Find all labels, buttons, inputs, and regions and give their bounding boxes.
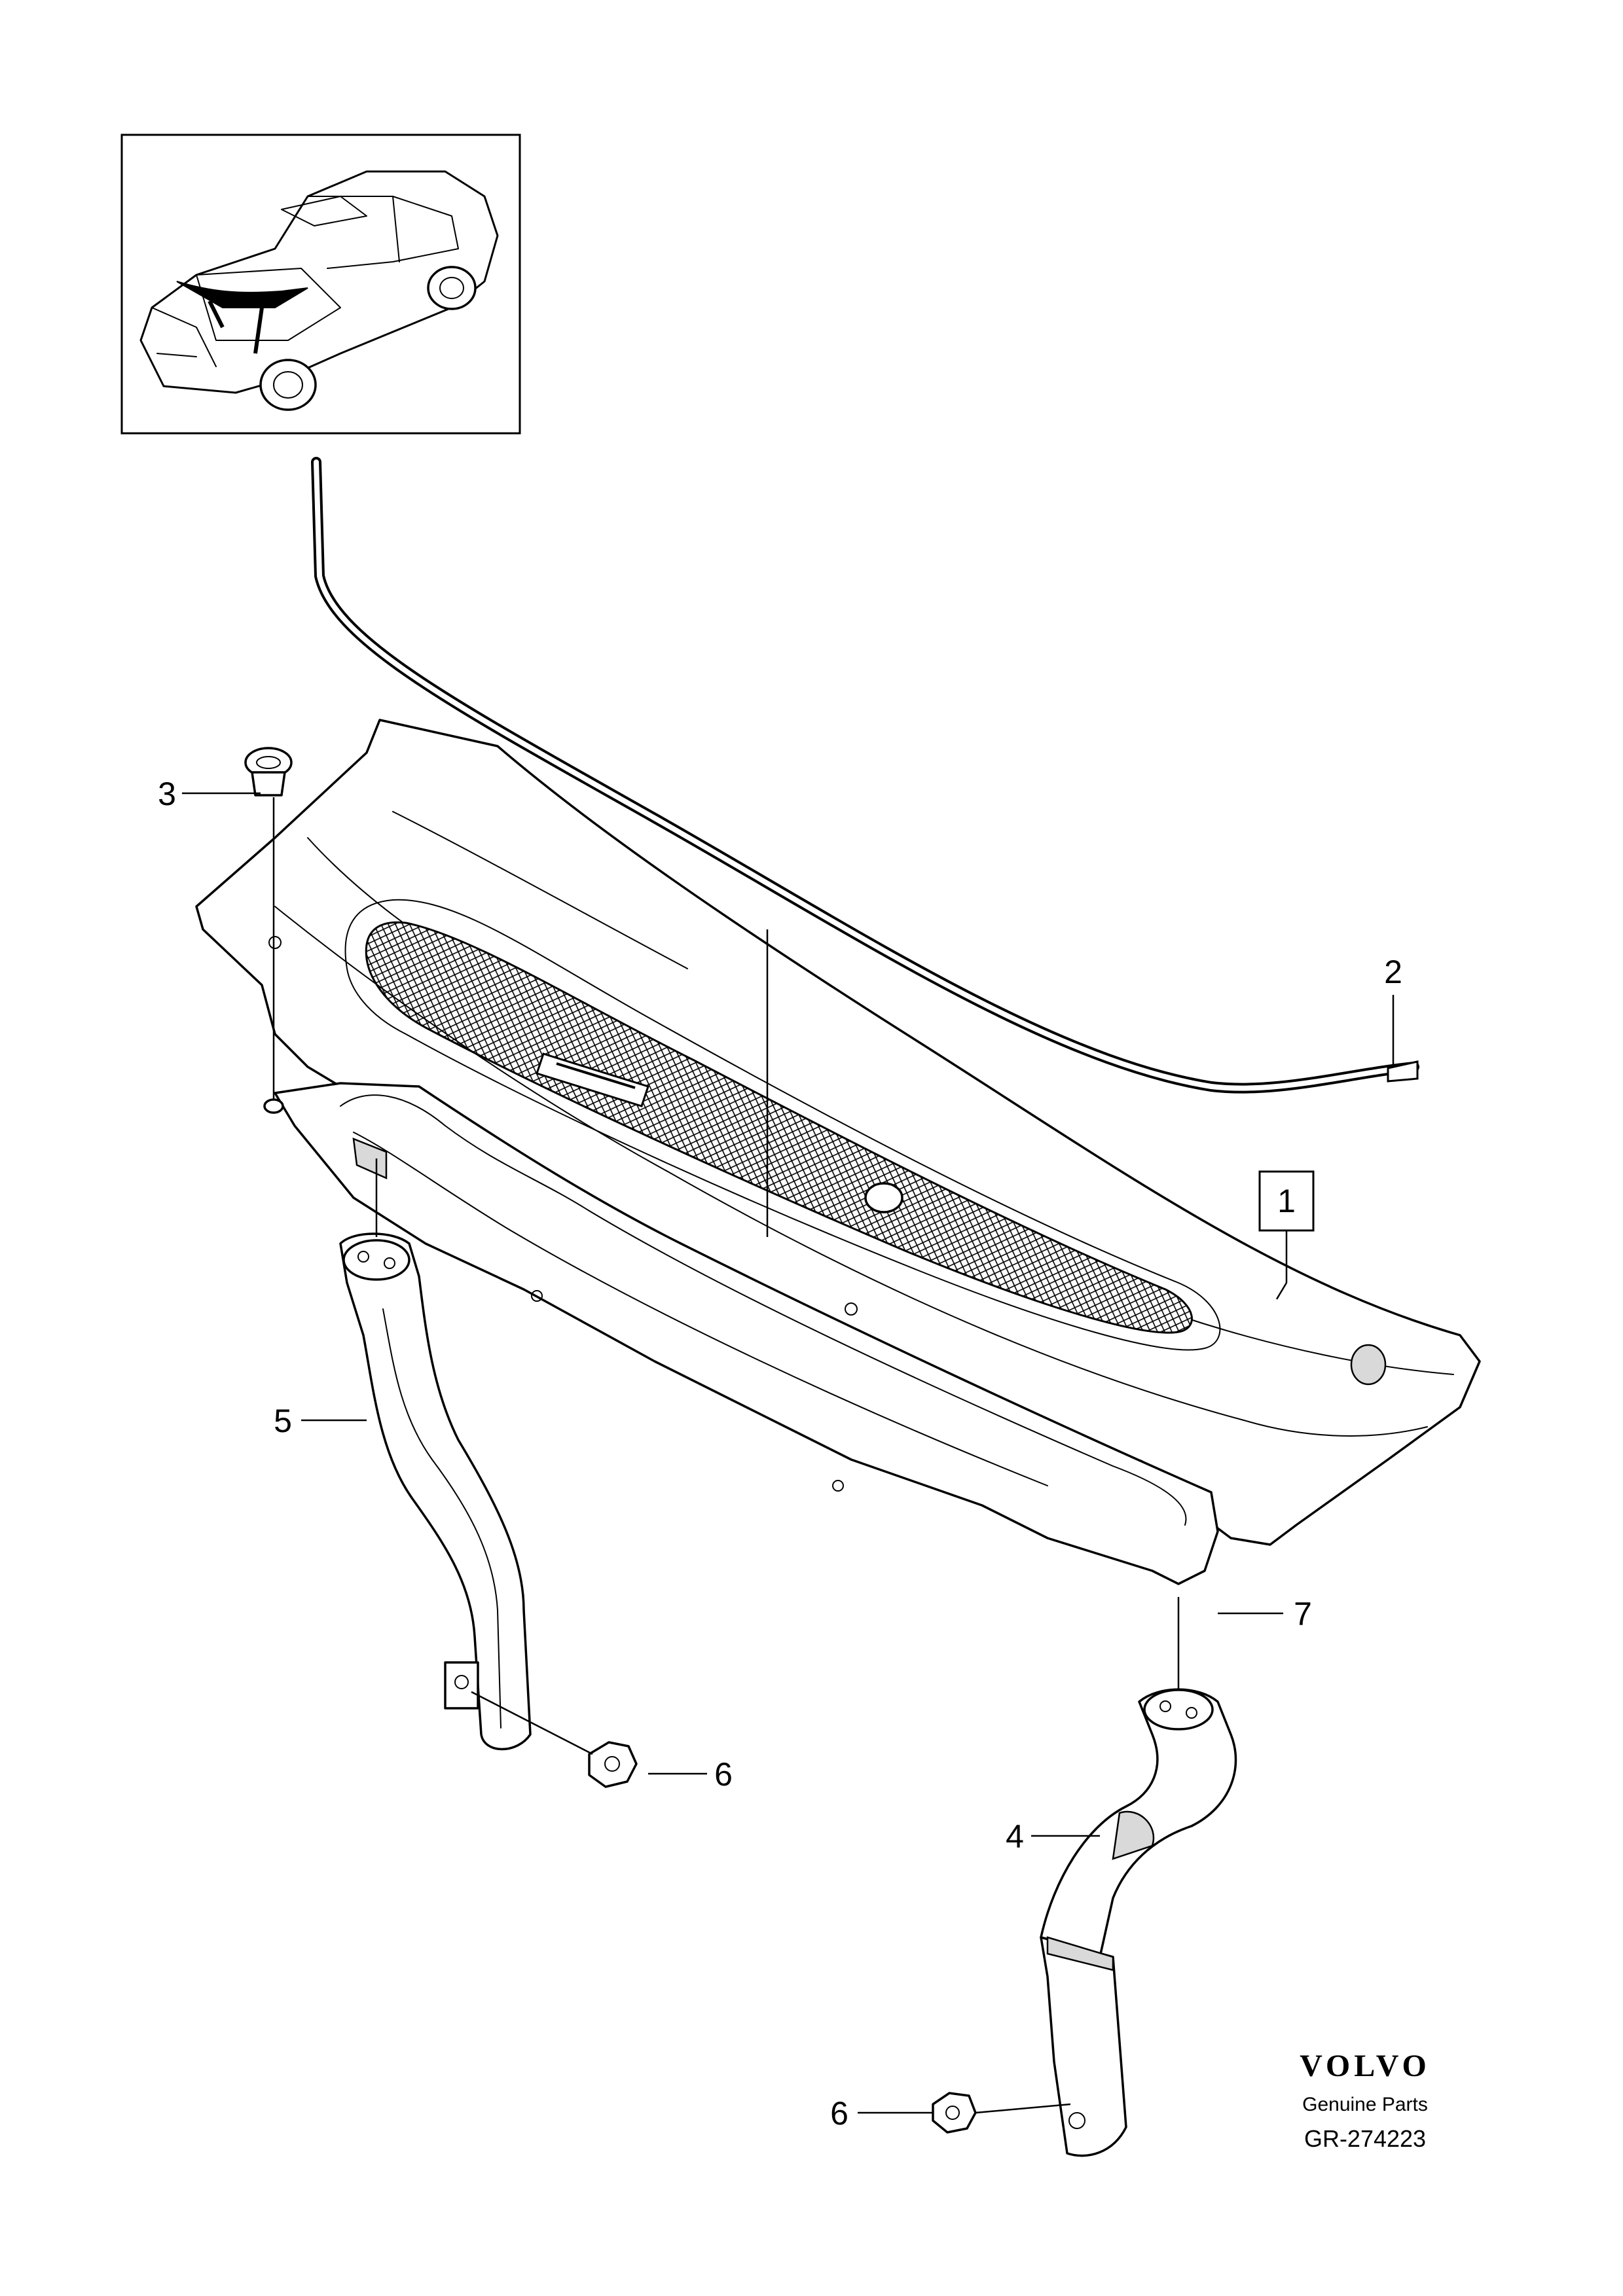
part-4-right-drain-hose xyxy=(1040,1597,1237,2157)
part-5-left-drain-hose xyxy=(339,1158,532,1751)
part-6-nut-upper xyxy=(471,1691,638,1788)
callout-2: 2 xyxy=(1384,954,1402,990)
callout-7: 7 xyxy=(1294,1596,1312,1632)
part-2-seal-strip xyxy=(311,457,1419,1094)
part-6-nut-lower xyxy=(932,2092,1071,2134)
brand-block: VOLVO Genuine Parts GR-274223 xyxy=(1300,2049,1431,2152)
part-7-water-deflector xyxy=(274,1052,1219,1585)
callout-leaders xyxy=(182,792,1395,2114)
car-illustration xyxy=(139,170,499,411)
diagram-reference-number: GR-274223 xyxy=(1304,2125,1426,2152)
genuine-parts-label: Genuine Parts xyxy=(1302,2094,1428,2115)
callout-1: 1 xyxy=(1277,1183,1296,1219)
callout-4: 4 xyxy=(1006,1818,1024,1855)
callout-3: 3 xyxy=(158,776,176,812)
part-3-clip xyxy=(244,747,293,1114)
volvo-logo: VOLVO xyxy=(1300,2049,1431,2083)
callout-6-upper: 6 xyxy=(714,1756,733,1793)
callout-5: 5 xyxy=(274,1403,292,1439)
callout-1-box xyxy=(1258,1170,1315,1232)
callout-6-lower: 6 xyxy=(830,2095,848,2132)
part-1-cowl-panel xyxy=(195,719,1481,1546)
vehicle-location-thumbnail xyxy=(120,134,521,435)
